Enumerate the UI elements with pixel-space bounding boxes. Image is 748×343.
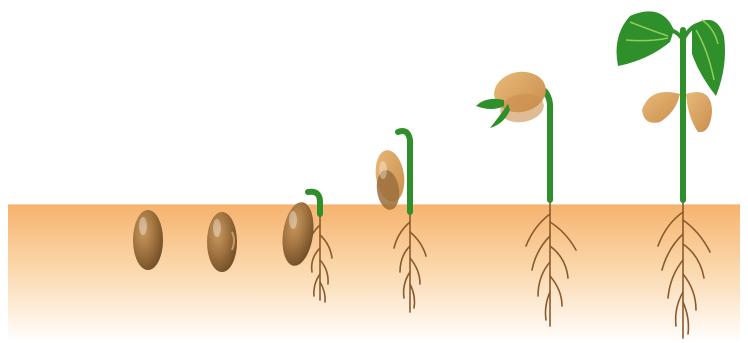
stage-seed	[133, 210, 163, 270]
seed	[207, 212, 237, 272]
leaf-part	[686, 92, 712, 132]
true-leaves	[617, 11, 726, 96]
seed-highlight	[139, 217, 147, 235]
stage-swollen-seed	[207, 212, 237, 272]
leaf-part	[476, 99, 504, 109]
soil	[8, 205, 740, 343]
leaf-part	[642, 92, 680, 123]
seed-highlight	[289, 211, 297, 229]
leaf-part	[379, 161, 387, 179]
cotyledons	[373, 148, 408, 211]
cotyledons	[642, 92, 712, 132]
seed	[133, 210, 163, 270]
seed-highlight	[213, 219, 221, 237]
